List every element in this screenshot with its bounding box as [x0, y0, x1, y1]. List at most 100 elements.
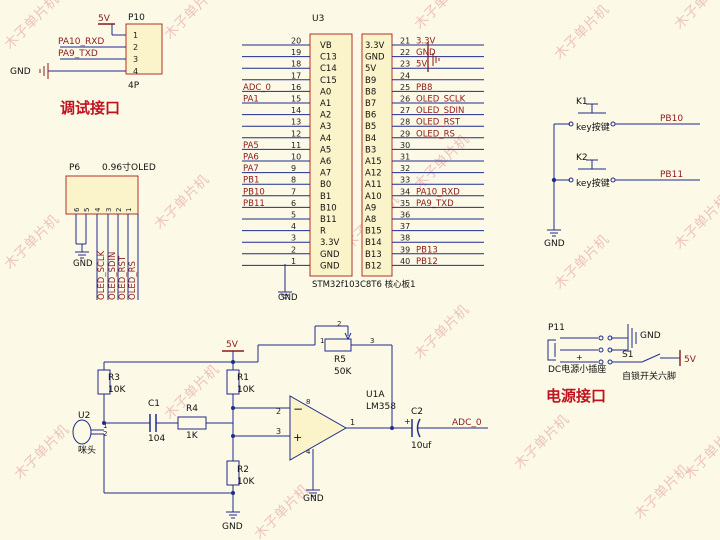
- u3-left-pin-number: 10: [291, 153, 301, 162]
- r1-ref: R1: [237, 373, 249, 383]
- u3-right-pin-number: 26: [400, 95, 410, 104]
- u3-right-pin-name: B9: [365, 76, 376, 86]
- u3-right-pin-name: A9: [365, 203, 376, 213]
- u3-left-pin-number: 14: [291, 106, 301, 115]
- r5-pin-2: 2: [337, 320, 341, 328]
- u3-value: STM32f103C8T6 核心板1: [312, 279, 416, 290]
- p6-ref: P6: [69, 163, 80, 173]
- mic-gnd2-label: GND: [303, 494, 324, 504]
- u1a-pin-1: 1: [350, 418, 355, 427]
- p11-plus: +: [576, 353, 583, 362]
- u3-right-pin-name: B5: [365, 122, 376, 132]
- c1-value: 104: [148, 434, 165, 444]
- c1-ref: C1: [148, 399, 160, 409]
- u1a-pin-2: 2: [276, 407, 281, 416]
- u3-left-pin-name: A6: [320, 157, 331, 167]
- p10-ref: P10: [128, 13, 145, 23]
- u1a-pin-4: 4: [306, 448, 311, 456]
- u3-right-pin-name: A15: [365, 157, 382, 167]
- u3-right-pin-number: 23: [400, 60, 410, 69]
- p6-body: [65, 175, 139, 215]
- p10-gnd-icon: [39, 63, 49, 79]
- mic-gnd2-icon: [306, 489, 320, 497]
- u1a-ref: U1A: [366, 390, 385, 400]
- u3-left-pin-name: GND: [320, 261, 340, 271]
- u3-right-pin-number: 31: [400, 153, 410, 162]
- u3-left-pin-number: 7: [291, 187, 296, 196]
- c2-value: 10uf: [411, 441, 432, 451]
- c2-ref: C2: [411, 407, 423, 417]
- k1-net: PB10: [660, 114, 683, 124]
- power-vcc-label: 5V: [684, 355, 697, 365]
- u3-left-net-label: PA5: [243, 141, 259, 151]
- u3-right-net-label: OLED_RS: [416, 129, 455, 139]
- p10-vcc-label: 5V: [98, 14, 111, 24]
- power-interface-title: 电源接口: [546, 387, 606, 405]
- u3-right-pin-name: B6: [365, 111, 376, 121]
- u3-left-net-label: PB10: [243, 187, 265, 197]
- u3-left-pin-name: R: [320, 227, 326, 237]
- p10-pin-3: 3: [133, 55, 138, 64]
- p10-pin-2: 2: [133, 43, 138, 52]
- p6-net-sclk: OLED_SCLK: [97, 250, 107, 300]
- p6-gnd-icon: [75, 251, 89, 259]
- u3-left-pin-name: VB: [320, 41, 332, 51]
- u3-left-pin-name: B1: [320, 192, 331, 202]
- r5-value: 50K: [334, 367, 352, 377]
- u1a-pin-8: 8: [306, 398, 310, 406]
- u3-right-net-label: OLED_SDIN: [416, 106, 464, 116]
- p6-net-rst: OLED_RST: [118, 255, 128, 300]
- p6-value: 0.96寸OLED: [102, 161, 156, 173]
- u3-right-pin-number: 37: [400, 222, 410, 231]
- k1-value: key按键: [576, 121, 610, 133]
- u1a-pin-3: 3: [276, 427, 281, 436]
- p6-net-rs: OLED_RS: [128, 261, 138, 300]
- p6-pin-number: 3: [105, 208, 113, 212]
- u3-right-pin-name: B3: [365, 145, 376, 155]
- u3-right-pin-number: 32: [400, 164, 410, 173]
- p6-pin-number: 2: [115, 208, 123, 212]
- u3-right-pin-number: 25: [400, 83, 410, 92]
- u3-right-pin-number: 29: [400, 129, 410, 138]
- u3-left-net-label: ADC_0: [243, 83, 271, 93]
- u3-left-pin-number: 1: [291, 257, 296, 266]
- u3-ref: U3: [312, 14, 324, 24]
- u3-right-pin-name: B8: [365, 87, 376, 97]
- u3-gnd-label: GND: [278, 293, 298, 303]
- k1-ref: K1: [576, 97, 588, 107]
- r3-ref: R3: [108, 373, 120, 383]
- u3-left-pin-number: 9: [291, 164, 296, 173]
- u3-right-pin-number: 36: [400, 211, 410, 220]
- u3-left-pin-number: 20: [291, 37, 301, 46]
- u3-right-pin-name: B15: [365, 227, 382, 237]
- u3-right-net-label: PB8: [416, 83, 432, 93]
- u3-right-pin-name: 5V: [365, 64, 376, 74]
- p10-net-txd: PA9_TXD: [58, 49, 98, 59]
- u3-left-pin-number: 15: [291, 95, 301, 104]
- key-buttons: K1 key按键 PB10 K2 key按键 PB11 GND: [544, 97, 700, 249]
- p6-pin-number: 4: [94, 207, 102, 212]
- u2-value: 咪头: [78, 445, 96, 456]
- u3-right-pin-number: 35: [400, 199, 410, 208]
- s1-value: 自锁开关六脚: [622, 370, 676, 382]
- u1a-minus: −: [293, 402, 303, 416]
- u3-left-body: [309, 33, 353, 277]
- u3-right-pin-name: B7: [365, 99, 376, 109]
- u3-right-pin-name: A8: [365, 215, 376, 225]
- u3-left-net-label: PB1: [243, 176, 259, 186]
- k2-net: PB11: [660, 170, 683, 180]
- u3-left-pin-name: 3.3V: [320, 238, 340, 248]
- power-interface: P11 + DC电源小插座 GND S1 5V 自锁开关六脚 电源接口: [546, 323, 697, 405]
- u3-right-net-label: OLED_SCLK: [416, 95, 466, 105]
- u3-right-pin-number: 33: [400, 176, 410, 185]
- u3-right-pin-name: A11: [365, 180, 382, 190]
- mic-vcc-label: 5V: [226, 340, 239, 350]
- dc-jack-icon: [547, 337, 598, 363]
- u3-right-pin-name: A12: [365, 169, 382, 179]
- u3-left-pin-number: 16: [291, 83, 301, 92]
- u3-left-pin-name: C15: [320, 76, 337, 86]
- u3-left-pin-name: B11: [320, 215, 337, 225]
- debug-interface-title: 调试接口: [60, 99, 120, 117]
